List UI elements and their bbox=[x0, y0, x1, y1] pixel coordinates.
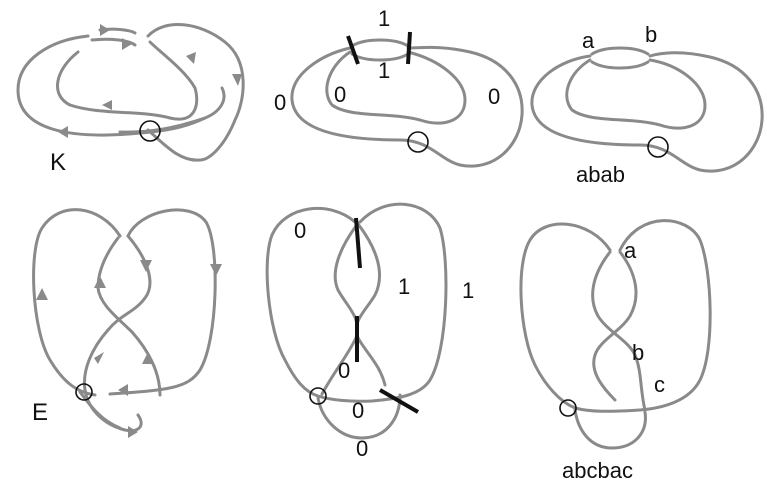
e-cut-label-right: 1 bbox=[462, 278, 474, 303]
k-strand-top bbox=[90, 37, 137, 47]
k-cut-loop-inner bbox=[325, 50, 467, 125]
e-cut-mark-1 bbox=[354, 217, 362, 269]
k-label: K bbox=[50, 149, 66, 176]
k-arrow-3 bbox=[186, 52, 196, 64]
panel-e-cut: 0 1 1 0 0 0 bbox=[265, 202, 474, 461]
e-label: E bbox=[32, 399, 48, 426]
panel-e-word: a b c abcbac bbox=[519, 219, 712, 483]
e-word-crossing-b: b bbox=[632, 340, 644, 365]
k-arrow-5 bbox=[102, 100, 112, 110]
e-arrow-8 bbox=[128, 426, 138, 438]
e-cut-bottom-lobe bbox=[316, 393, 402, 440]
k-arrow-6 bbox=[58, 126, 68, 138]
e-arrow-1 bbox=[36, 288, 48, 300]
e-arrow-2 bbox=[210, 264, 222, 276]
e-cut-label-inner: 1 bbox=[398, 274, 410, 299]
panel-k-cut: 1 1 0 0 0 bbox=[274, 6, 524, 168]
e-cut-outer bbox=[265, 202, 448, 403]
e-word-outer bbox=[519, 219, 712, 413]
panel-k-word: a b abab bbox=[530, 22, 764, 187]
k-cut-label-middle: 1 bbox=[378, 58, 390, 83]
k-strand-right bbox=[146, 23, 245, 162]
e-strand-lower-twist-a bbox=[82, 328, 143, 433]
k-cut-loop-outer bbox=[290, 45, 524, 168]
k-word-lower-bump bbox=[590, 60, 650, 70]
e-word-crossing-c: c bbox=[654, 372, 665, 397]
e-cut-label-middle: 0 bbox=[338, 358, 350, 383]
panel-k-original: K bbox=[16, 23, 245, 176]
k-word-loop-inner bbox=[565, 58, 707, 130]
k-cut-label-inner: 0 bbox=[334, 82, 346, 107]
e-arrow-5 bbox=[94, 352, 104, 364]
k-word-crossing-a: a bbox=[582, 28, 595, 53]
k-arrow-4 bbox=[232, 74, 242, 86]
e-strand-right-lobe bbox=[108, 208, 217, 396]
e-strand-left-lobe bbox=[32, 208, 122, 397]
k-cut-label-right: 0 bbox=[488, 84, 500, 109]
k-word-loop-outer bbox=[530, 51, 764, 173]
e-cut-mark-3 bbox=[378, 388, 420, 414]
k-cut-top-bump bbox=[350, 38, 410, 48]
k-strand-inner bbox=[56, 40, 199, 121]
e-word-twist-b bbox=[591, 250, 647, 412]
k-cut-virtual-crossing bbox=[407, 131, 429, 153]
k-arrow-1 bbox=[100, 24, 110, 36]
e-arrow-7 bbox=[118, 384, 128, 396]
e-cut-inner-upper bbox=[355, 222, 387, 387]
panel-e-original: E bbox=[32, 208, 222, 438]
e-word-twist-a bbox=[592, 250, 638, 402]
e-word-virtual-crossing bbox=[559, 399, 577, 417]
e-cut-inner-upper-b bbox=[320, 224, 359, 396]
e-arrow-4 bbox=[94, 276, 106, 288]
e-cut-virtual-crossing bbox=[309, 387, 327, 405]
k-strand-bottom bbox=[118, 86, 226, 134]
k-arrow-2 bbox=[122, 38, 132, 50]
k-cut-mark-1 bbox=[346, 35, 360, 65]
k-word-virtual-crossing bbox=[647, 136, 669, 158]
e-cut-label-top-left: 0 bbox=[294, 218, 306, 243]
k-word-crossing-b: b bbox=[645, 22, 657, 47]
e-cut-label-bottom: 0 bbox=[356, 436, 368, 461]
e-arrow-6 bbox=[142, 352, 154, 364]
k-word-top-bump bbox=[590, 46, 650, 56]
e-word-crossing-a: a bbox=[624, 238, 637, 263]
k-cut-mark-2 bbox=[406, 31, 412, 65]
e-virtual-crossing bbox=[75, 383, 93, 401]
k-word-gauss-word: abab bbox=[576, 162, 625, 187]
k-cut-label-left: 0 bbox=[274, 90, 286, 115]
e-cut-label-lower: 0 bbox=[352, 398, 364, 423]
k-cut-label-top: 1 bbox=[378, 6, 390, 31]
e-arrow-3 bbox=[140, 260, 152, 272]
k-virtual-crossing bbox=[139, 120, 161, 142]
e-word-bottom-lobe bbox=[573, 408, 647, 450]
e-word-gauss-word: abcbac bbox=[562, 458, 633, 483]
e-strand-bottom bbox=[78, 390, 122, 430]
